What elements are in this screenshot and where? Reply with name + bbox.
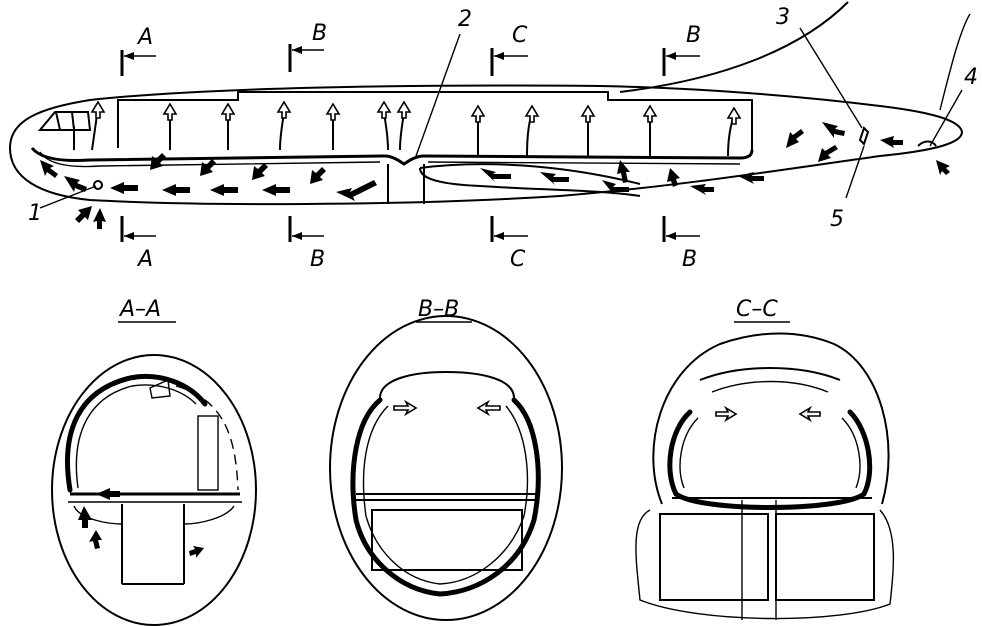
- section-title-cc: C–C: [736, 297, 778, 322]
- cc-ceiling: [699, 367, 841, 381]
- cut-b1-top-label: B: [312, 21, 327, 46]
- leader-1: [39, 185, 97, 209]
- cc-wing-box-left: [659, 513, 769, 601]
- wing-fairing: [419, 167, 641, 197]
- cut-a-top-label: A: [136, 25, 153, 50]
- section-titles: A–A B–B C–C: [118, 297, 790, 323]
- bb-hull: [329, 315, 563, 621]
- upward-open-arrows: [90, 100, 742, 125]
- aa-flow-arrows: [78, 488, 204, 558]
- cc-wing-outline: [635, 509, 895, 620]
- cc-inner-liner: [667, 409, 873, 510]
- cut-b2-bottom-label: B: [682, 247, 697, 272]
- bb-inner-liner: [350, 397, 541, 597]
- fuselage-outline: [8, 84, 964, 206]
- cut-c-bottom-label: C: [510, 247, 526, 272]
- tail-fin-edge: [619, 1, 849, 93]
- cut-a-bottom: A: [120, 216, 156, 272]
- cc-hull: [652, 332, 890, 505]
- callout-4: 4: [964, 65, 978, 90]
- cut-b1-top: B: [288, 21, 327, 72]
- cut-b1-bottom-label: B: [310, 247, 325, 272]
- point-1-marker: [93, 180, 103, 190]
- wing-centre-lines: [387, 164, 425, 204]
- floor-duct: [30, 146, 754, 166]
- wing-box: [419, 163, 641, 185]
- callout-3: 3: [776, 5, 790, 30]
- cc-ceiling-inner: [711, 380, 829, 393]
- aa-ceiling-duct-inner: [75, 384, 197, 489]
- cut-a-bottom-label: A: [136, 247, 153, 272]
- outlet-4: [917, 140, 937, 147]
- callout-5: 5: [830, 207, 844, 232]
- cut-b2-bottom: B: [662, 216, 700, 272]
- cut-c-top: C: [490, 23, 528, 76]
- cut-b2-top: B: [662, 23, 701, 76]
- aa-panel: [197, 415, 219, 491]
- outflow-valve-5: [858, 126, 870, 146]
- leader-5: [845, 145, 865, 199]
- fuselage-side-view: 1 2 3 4 5: [8, 1, 978, 232]
- aa-lower-deck: [121, 504, 185, 585]
- cabin-ceiling-box: [117, 91, 753, 150]
- bb-floor: [356, 493, 538, 501]
- aa-hull: [51, 354, 257, 626]
- cc-open-arrows: [715, 405, 821, 423]
- cut-c-bottom: C: [490, 216, 528, 272]
- leader-3: [799, 27, 863, 129]
- bb-lower-compartment: [371, 509, 523, 571]
- aa-ceiling-duct: [65, 373, 208, 493]
- cockpit-windows: [37, 111, 92, 131]
- section-title-aa: A–A: [118, 297, 161, 322]
- cross-section-cc: [635, 332, 895, 620]
- callout-2: 2: [458, 7, 472, 32]
- cross-section-bb: [329, 315, 563, 621]
- cross-section-aa: [51, 354, 257, 626]
- cut-b1-bottom: B: [288, 216, 325, 272]
- flow-arrows: [40, 122, 950, 229]
- cc-wing-box-right: [775, 513, 875, 601]
- aa-dashed-liner: [175, 385, 239, 491]
- bb-ceiling: [379, 370, 515, 399]
- floor-duct-lower: [39, 151, 741, 168]
- leader-4: [929, 89, 963, 147]
- callout-1: 1: [28, 201, 42, 226]
- cut-a-top: A: [120, 25, 156, 76]
- tail-fin-rear: [939, 13, 971, 111]
- bb-open-arrows: [393, 399, 501, 417]
- cut-b2-top-label: B: [686, 23, 701, 48]
- section-cut-markers: A A B B C C B: [120, 21, 701, 272]
- cut-c-top-label: C: [512, 23, 528, 48]
- aa-valve: [149, 378, 171, 399]
- leader-2: [415, 33, 461, 157]
